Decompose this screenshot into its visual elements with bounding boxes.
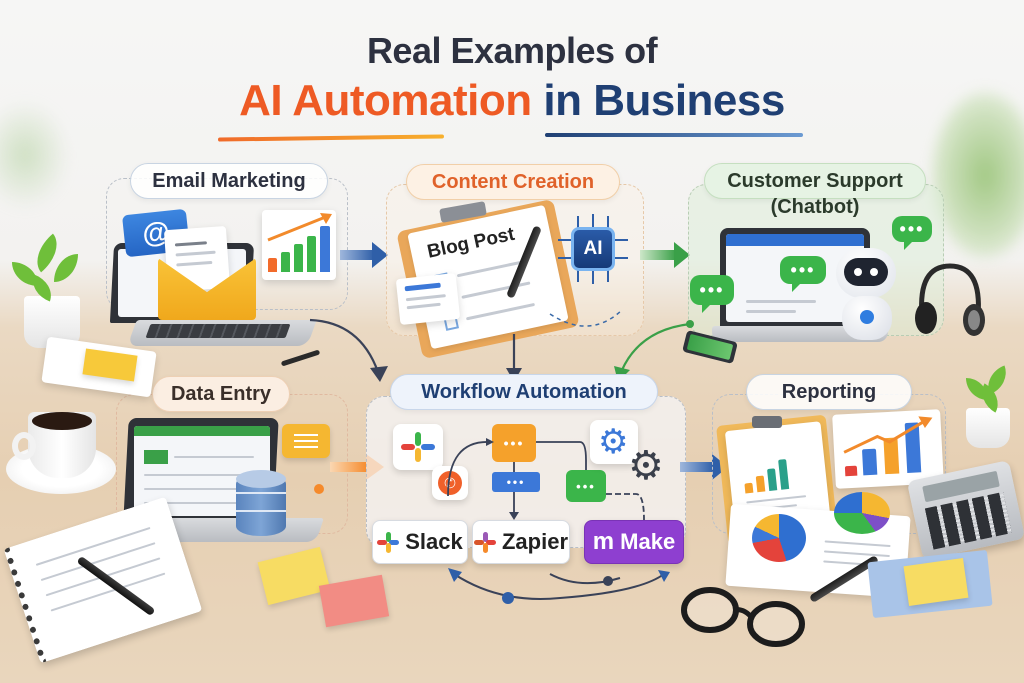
eyeglasses-icon: [681, 587, 805, 647]
sticky-note-pink: [318, 574, 390, 628]
zapier-label: Zapier: [501, 529, 569, 554]
chat-bubble-icon: •••: [690, 275, 734, 313]
chatbot-label: (Chatbot): [770, 196, 860, 218]
pinwheel-logo-icon: [401, 432, 435, 462]
integration-tile: [393, 424, 443, 470]
sticky-note-yellow: [257, 546, 331, 606]
blog-post-title: Blog Post: [425, 223, 517, 263]
data-entry-label: Data Entry: [152, 376, 290, 412]
email-node-icon: •••: [492, 472, 540, 492]
database-top: [236, 470, 286, 488]
potted-plant: [966, 408, 1010, 448]
growth-bar-chart: [262, 210, 336, 280]
ai-chip-label: AI: [571, 227, 615, 271]
pie-chart-icon: [834, 492, 890, 534]
chat-bubble-icon: •••: [892, 216, 932, 250]
laptop-keyboard: [145, 324, 291, 338]
zapier-button[interactable]: Zapier: [472, 520, 570, 564]
flow-arrow-email-to-content: [340, 242, 388, 268]
message-card-icon: [282, 424, 330, 458]
make-logo-icon: m: [592, 528, 615, 555]
robot-head: [836, 248, 896, 298]
ai-chip-icon: AI: [558, 214, 628, 284]
coffee: [32, 412, 92, 430]
trend-arrow-icon: [267, 213, 332, 242]
chat-node-icon: •••: [566, 470, 606, 502]
message-node-icon: •••: [492, 424, 536, 462]
workflow-loop-arrows: [448, 568, 670, 604]
blurred-plant-background: [930, 90, 1024, 260]
slack-logo-icon: [377, 532, 400, 553]
blurred-plant-left: [0, 100, 70, 210]
workflow-connector-lines: [447, 438, 645, 520]
headphones-icon: [915, 263, 985, 336]
clipboard-clip: [752, 416, 782, 428]
title-underline-blue: [545, 133, 803, 137]
title-highlight: AI Automation: [239, 76, 532, 125]
flow-arrow-content-to-support: [640, 242, 690, 268]
make-label: Make: [620, 529, 676, 554]
workflow-automation-label: Workflow Automation: [390, 374, 658, 410]
slack-button[interactable]: Slack: [372, 520, 468, 564]
pie-chart-icon: [752, 514, 806, 562]
content-creation-label: Content Creation: [406, 164, 620, 200]
reporting-label: Reporting: [746, 374, 912, 410]
title-rest: in Business: [543, 76, 785, 125]
gear-icon-dark: ⚙: [628, 444, 664, 488]
report-bar-chart: [832, 409, 944, 489]
chat-bubble-icon: •••: [780, 256, 826, 292]
trend-arrow-icon: [843, 416, 933, 454]
title-line-1: Real Examples of: [366, 30, 658, 71]
title-underline-orange: [217, 134, 445, 142]
gear-icon: ⚙: [598, 423, 629, 461]
robot-body: [842, 296, 892, 340]
gear-tile: ⚙: [590, 420, 638, 464]
email-marketing-label: Email Marketing: [130, 163, 328, 199]
cup-handle: [12, 432, 36, 460]
slack-label: Slack: [405, 529, 463, 554]
connector-dot: [314, 484, 324, 494]
make-button[interactable]: m Make: [584, 520, 684, 564]
zapier-logo-icon: [473, 532, 496, 553]
sticky-note: [903, 558, 969, 606]
leaf: [54, 254, 78, 282]
title-line-2: AI Automation in Business: [0, 76, 1024, 126]
customer-support-label: Customer Support: [704, 163, 926, 199]
